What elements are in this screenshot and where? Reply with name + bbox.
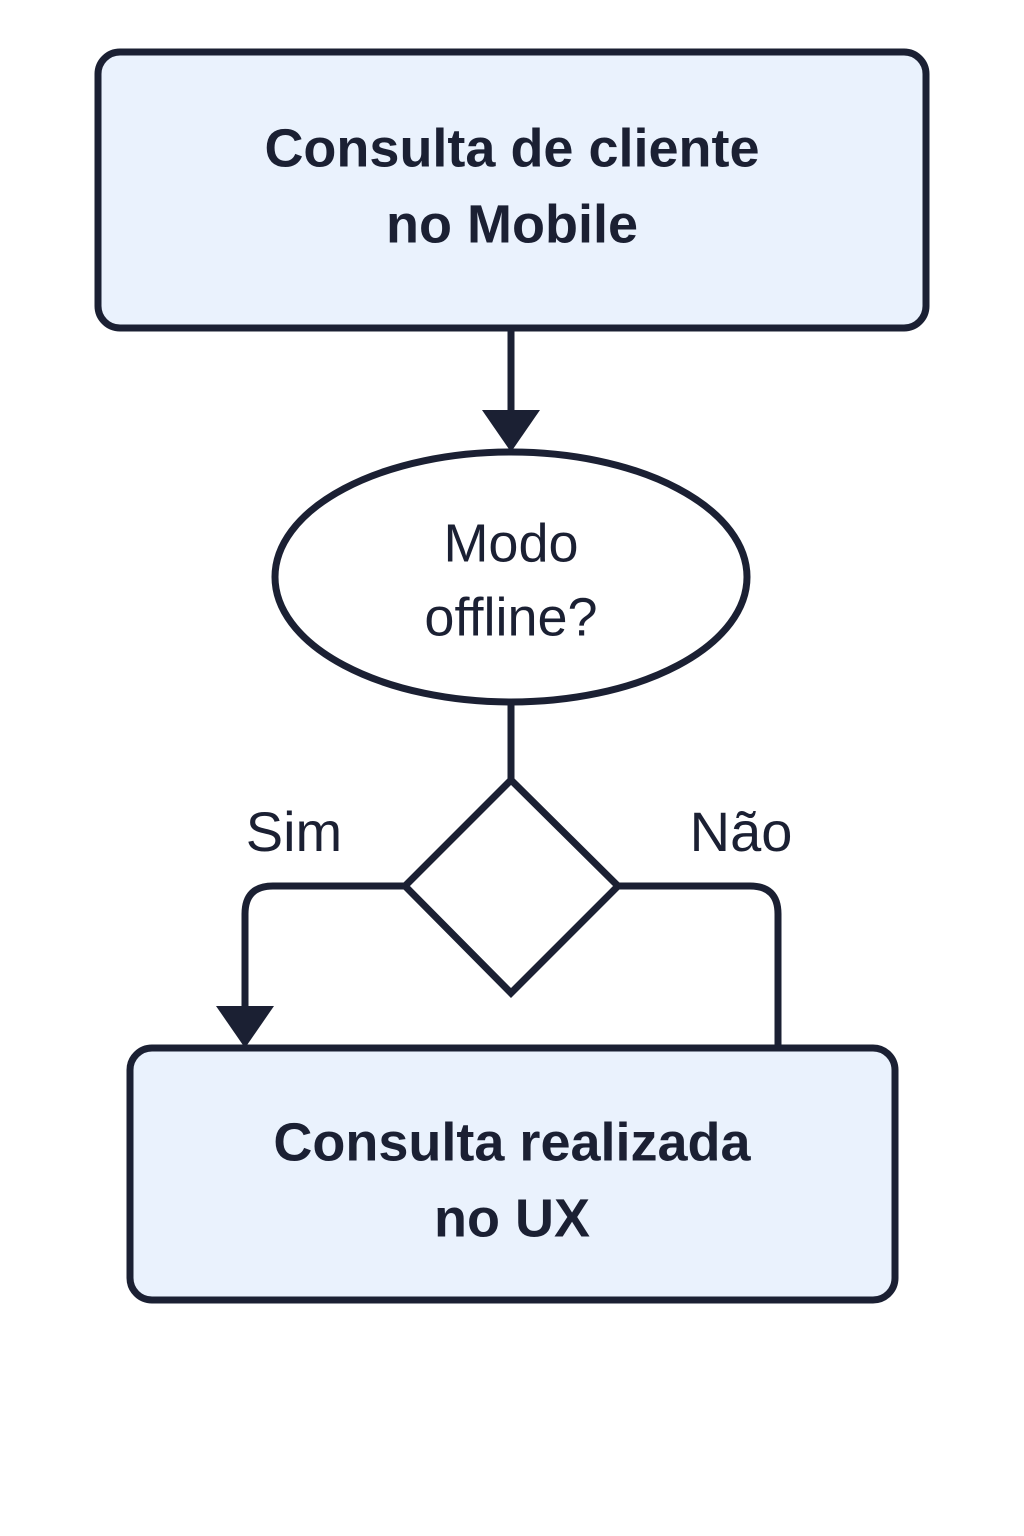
- node-end-label-line1: Consulta realizada: [273, 1112, 751, 1172]
- edge-decision-yes-to-end: [216, 882, 405, 1048]
- node-end-shape[interactable]: [126, 1044, 899, 1304]
- edge-label-no: Não: [690, 800, 793, 863]
- edge-label-yes: Sim: [246, 800, 342, 863]
- node-decision[interactable]: [400, 775, 623, 998]
- node-start[interactable]: Consulta de cliente no Mobile: [94, 48, 930, 332]
- node-start-shape[interactable]: [94, 48, 930, 332]
- edge-start-to-question: [482, 328, 540, 452]
- node-start-label-line2: no Mobile: [386, 194, 638, 254]
- edge-line-no: [618, 882, 782, 1050]
- node-start-label-line1: Consulta de cliente: [264, 118, 759, 178]
- edge-line-yes: [241, 882, 405, 1018]
- node-question-shape[interactable]: [271, 448, 751, 706]
- edge-decision-no-to-end: [618, 882, 782, 1050]
- arrow-head-icon: [216, 1006, 274, 1048]
- node-question[interactable]: Modo offline?: [271, 448, 751, 706]
- arrow-head-icon: [482, 410, 540, 452]
- node-question-label-line2: offline?: [424, 587, 597, 647]
- node-end-label-line2: no UX: [434, 1188, 590, 1248]
- node-end[interactable]: Consulta realizada no UX: [126, 1044, 899, 1304]
- node-question-label-line1: Modo: [443, 513, 578, 573]
- node-decision-shape[interactable]: [400, 775, 623, 998]
